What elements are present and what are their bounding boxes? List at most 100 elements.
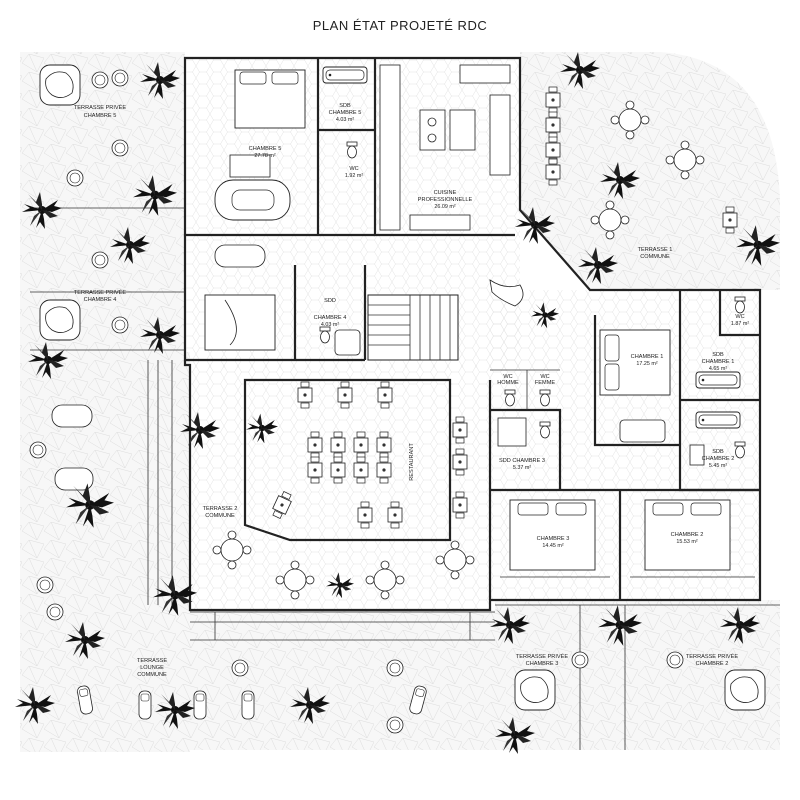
svg-text:CHAMBRE 2: CHAMBRE 2 bbox=[671, 532, 704, 538]
room-label-sdb-chambre-5: SDB CHAMBRE 5 4.03 m² bbox=[329, 103, 362, 123]
svg-text:WC: WC bbox=[540, 374, 549, 380]
room-label-chambre-3: CHAMBRE 3 14.45 m² bbox=[537, 536, 570, 549]
room-label-sdb-chambre-2: SDB CHAMBRE 2 5.45 m² bbox=[702, 449, 735, 469]
room-label-terrasse-privee-5: TERRASSE PRIVÉE CHAMBRE 5 bbox=[74, 104, 126, 119]
room-label-chambre-2: CHAMBRE 2 15.53 m² bbox=[671, 532, 704, 545]
svg-text:27.78 m²: 27.78 m² bbox=[254, 153, 275, 159]
svg-text:4.65 m²: 4.65 m² bbox=[709, 366, 727, 372]
svg-text:HOMME: HOMME bbox=[497, 380, 519, 386]
room-label-wc-femme: WC FEMME bbox=[535, 374, 555, 386]
wall-cuisine bbox=[373, 58, 515, 237]
washbasin bbox=[689, 444, 705, 466]
svg-text:SDD: SDD bbox=[324, 298, 336, 304]
room-label-sdb-chambre-1: SDB CHAMBRE 1 4.65 m² bbox=[702, 352, 735, 372]
bathtub-icon bbox=[695, 411, 741, 429]
room-label-chambre-5: CHAMBRE 5 27.78 m² bbox=[249, 146, 282, 159]
svg-text:TERRASSE PRIVÉE: TERRASSE PRIVÉE bbox=[516, 653, 568, 660]
lounge-sofas bbox=[51, 404, 428, 720]
svg-text:1.92 m²: 1.92 m² bbox=[345, 173, 363, 179]
toilet-icon bbox=[319, 326, 331, 344]
svg-text:17.25 m²: 17.25 m² bbox=[636, 361, 657, 367]
pergola-left bbox=[147, 360, 173, 605]
reception-desk bbox=[489, 279, 524, 307]
svg-text:5.37 m²: 5.37 m² bbox=[513, 465, 531, 471]
room-label-terrasse-privee-3: TERRASSE PRIVÉE CHAMBRE 3 bbox=[516, 653, 568, 667]
svg-text:CHAMBRE 5: CHAMBRE 5 bbox=[84, 113, 117, 119]
bed-icon bbox=[234, 69, 306, 129]
room-label-wc-top: WC 1.92 m² bbox=[345, 166, 363, 179]
room-label-sdd-chambre-3: SDD CHAMBRE 3 5.37 m² bbox=[499, 458, 545, 471]
bed-icon bbox=[644, 499, 731, 571]
bed-icon bbox=[204, 294, 276, 351]
svg-text:SDB: SDB bbox=[339, 103, 351, 109]
svg-text:4.03 m²: 4.03 m² bbox=[321, 322, 339, 328]
svg-text:TERRASSE PRIVÉE: TERRASSE PRIVÉE bbox=[74, 289, 126, 296]
paving-terrasse-1 bbox=[520, 52, 780, 290]
svg-text:CHAMBRE 4: CHAMBRE 4 bbox=[84, 297, 117, 303]
svg-text:14.45 m²: 14.45 m² bbox=[542, 543, 563, 549]
svg-text:WC: WC bbox=[735, 314, 744, 320]
rug bbox=[214, 244, 266, 268]
sofa-icon bbox=[214, 179, 291, 221]
wall-ch1 bbox=[593, 315, 680, 447]
bathtub-icon bbox=[695, 371, 741, 389]
room-label-terrasse-privee-2: TERRASSE PRIVÉE CHAMBRE 2 bbox=[686, 653, 738, 667]
pergola-bottom bbox=[190, 611, 495, 641]
svg-text:COMMUNE: COMMUNE bbox=[640, 254, 670, 260]
svg-text:CUISINE: CUISINE bbox=[434, 190, 457, 196]
svg-text:CHAMBRE 5: CHAMBRE 5 bbox=[249, 146, 282, 152]
svg-text:TERRASSE 2: TERRASSE 2 bbox=[203, 506, 238, 512]
svg-text:CHAMBRE 1: CHAMBRE 1 bbox=[702, 359, 735, 365]
wc-partition bbox=[490, 369, 560, 410]
restaurant-inner-wall bbox=[243, 378, 452, 542]
svg-text:15.53 m²: 15.53 m² bbox=[676, 539, 697, 545]
svg-text:CHAMBRE 2: CHAMBRE 2 bbox=[702, 456, 735, 462]
svg-text:COMMUNE: COMMUNE bbox=[205, 513, 235, 519]
svg-text:TERRASSE 1: TERRASSE 1 bbox=[638, 247, 673, 253]
svg-text:PROFESSIONNELLE: PROFESSIONNELLE bbox=[418, 197, 473, 203]
page-title: PLAN ÉTAT PROJETÉ RDC bbox=[312, 18, 488, 33]
stair-icon bbox=[367, 294, 459, 361]
svg-text:5.45 m²: 5.45 m² bbox=[709, 463, 727, 469]
room-label-wc-right: WC 1.87 m² bbox=[731, 314, 749, 327]
paving-left-bottom bbox=[20, 352, 190, 752]
svg-text:CHAMBRE 3: CHAMBRE 3 bbox=[526, 661, 559, 667]
toilet-icon bbox=[734, 441, 746, 459]
exterior-wall bbox=[183, 56, 762, 612]
paving-lounge bbox=[190, 610, 495, 750]
room-label-sdd-chambre-4: SDD CHAMBRE 4 4.03 m² bbox=[314, 298, 347, 328]
svg-text:TERRASSE PRIVÉE: TERRASSE PRIVÉE bbox=[686, 653, 738, 660]
svg-text:CHAMBRE 5: CHAMBRE 5 bbox=[329, 110, 362, 116]
svg-text:26.09 m²: 26.09 m² bbox=[434, 204, 455, 210]
svg-text:FEMME: FEMME bbox=[535, 380, 555, 386]
svg-text:CHAMBRE 4: CHAMBRE 4 bbox=[314, 315, 347, 321]
toilet-icon bbox=[504, 389, 516, 407]
svg-text:WC: WC bbox=[349, 166, 358, 172]
toilet-icon bbox=[734, 296, 746, 314]
toilet-icon bbox=[539, 421, 551, 439]
floor-tiles-restaurant bbox=[190, 365, 490, 610]
sofa-icon bbox=[619, 419, 666, 443]
svg-text:TERRASSE PRIVÉE: TERRASSE PRIVÉE bbox=[74, 104, 126, 111]
svg-text:1.87 m²: 1.87 m² bbox=[731, 321, 749, 327]
room-label-restaurant: RESTAURANT bbox=[409, 443, 415, 481]
wall-wc-block bbox=[490, 408, 562, 490]
bed-icon bbox=[509, 499, 596, 571]
svg-text:LOUNGE: LOUNGE bbox=[140, 665, 164, 671]
svg-text:CHAMBRE 3: CHAMBRE 3 bbox=[537, 536, 570, 542]
svg-text:SDB: SDB bbox=[712, 352, 724, 358]
room-label-terrasse-1: TERRASSE 1 COMMUNE bbox=[638, 247, 673, 260]
shower-tray bbox=[497, 417, 527, 447]
wall-wc-right bbox=[718, 290, 760, 337]
room-label-terrasse-privee-4: TERRASSE PRIVÉE CHAMBRE 4 bbox=[74, 289, 126, 303]
svg-text:CHAMBRE 2: CHAMBRE 2 bbox=[696, 661, 729, 667]
svg-text:WC: WC bbox=[503, 374, 512, 380]
toilet-icon bbox=[539, 389, 551, 407]
svg-text:4.03 m²: 4.03 m² bbox=[336, 117, 354, 123]
room-label-cuisine: CUISINE PROFESSIONNELLE 26.09 m² bbox=[418, 190, 473, 210]
room-label-terrasse-lounge: TERRASSE LOUNGE COMMUNE bbox=[137, 658, 167, 678]
shower-tray bbox=[334, 329, 361, 356]
svg-text:COMMUNE: COMMUNE bbox=[137, 672, 167, 678]
svg-text:CHAMBRE 1: CHAMBRE 1 bbox=[631, 354, 664, 360]
